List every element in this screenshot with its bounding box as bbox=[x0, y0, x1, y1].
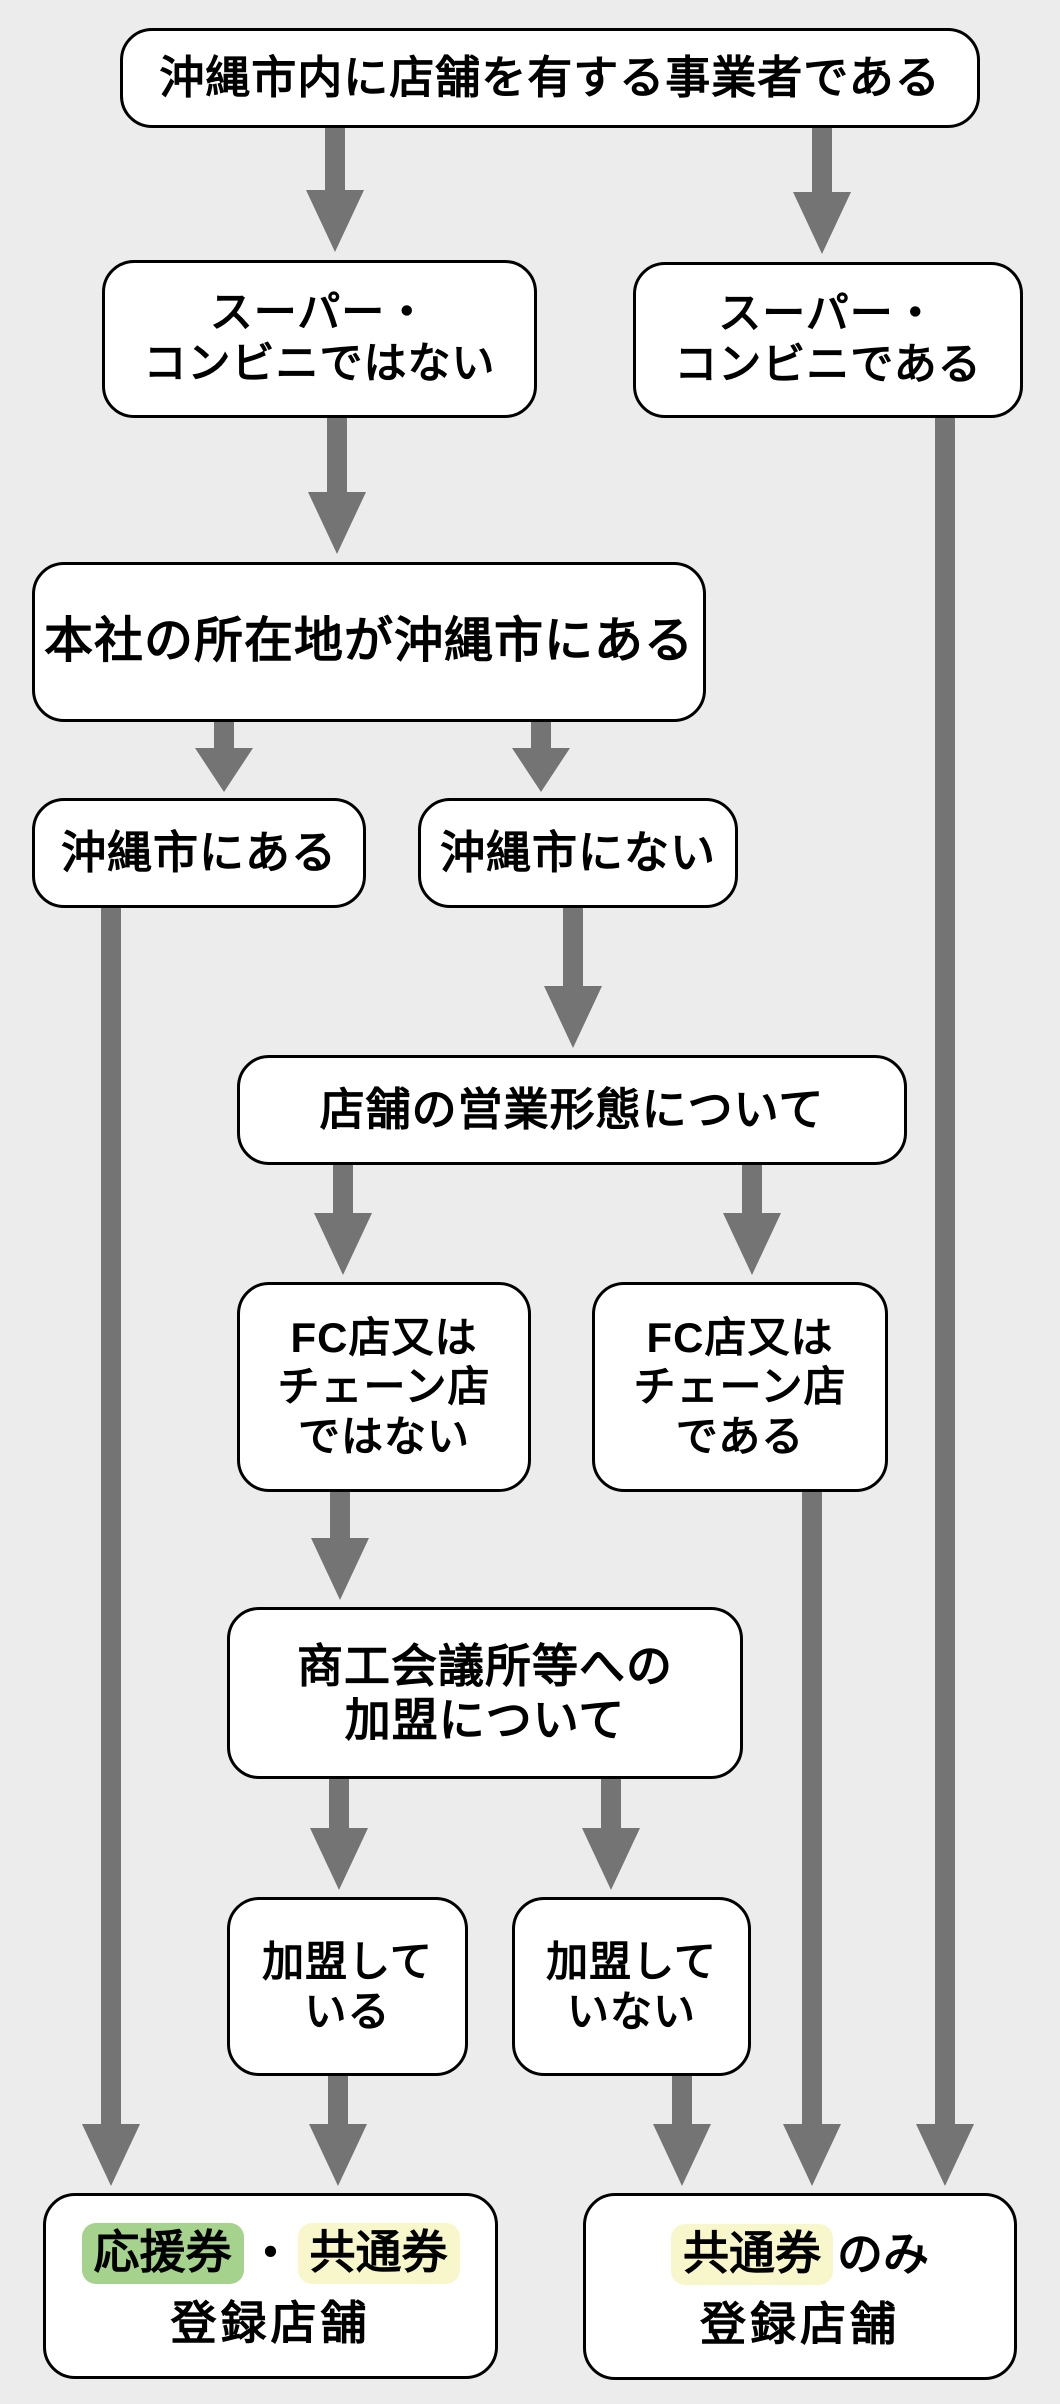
node-store-business-type: 店舗の営業形態について bbox=[237, 1055, 907, 1165]
common-voucher-chip: 共通券 bbox=[297, 2223, 460, 2284]
flow-arrow bbox=[582, 1779, 640, 1890]
flow-arrow bbox=[653, 2076, 711, 2186]
node-label: 本社の所在地が沖縄市にある bbox=[43, 614, 694, 669]
node-label: FC店又は チェーン店 である bbox=[633, 1313, 847, 1460]
flow-arrow bbox=[723, 1165, 781, 1275]
flow-arrow bbox=[310, 1779, 368, 1890]
node-is-not-member: 加盟して いない bbox=[512, 1897, 751, 2076]
node-is-supermarket-convenience: スーパー・ コンビニである bbox=[633, 262, 1023, 418]
node-label: FC店又は チェーン店 ではない bbox=[277, 1313, 491, 1460]
flow-arrow bbox=[82, 905, 140, 2186]
node-is-fc-chain: FC店又は チェーン店 である bbox=[592, 1282, 888, 1492]
node-label: 加盟して いる bbox=[262, 1937, 433, 2035]
result-voucher-line: 共通券 のみ bbox=[671, 2223, 929, 2285]
node-not-supermarket-convenience: スーパー・ コンビニではない bbox=[102, 260, 537, 418]
flow-arrow bbox=[916, 418, 974, 2186]
flow-arrow bbox=[314, 1165, 372, 1275]
node-business-in-okinawa: 沖縄市内に店舗を有する事業者である bbox=[120, 28, 980, 128]
flow-arrow bbox=[195, 722, 253, 792]
result-voucher-line: 応援券 ・ 共通券 bbox=[81, 2223, 460, 2284]
node-hq-in-okinawa: 沖縄市にある bbox=[32, 798, 366, 908]
support-voucher-chip: 応援券 bbox=[81, 2223, 244, 2284]
node-result-common-voucher-only: 共通券 のみ 登録店舗 bbox=[583, 2193, 1017, 2380]
node-label: スーパー・ コンビニではない bbox=[143, 289, 496, 388]
node-is-member: 加盟して いる bbox=[227, 1897, 468, 2076]
flow-arrow bbox=[308, 418, 366, 554]
node-label: 沖縄市内に店舗を有する事業者である bbox=[159, 52, 941, 104]
node-hq-not-in-okinawa: 沖縄市にない bbox=[418, 798, 738, 908]
node-label: 加盟して いない bbox=[546, 1937, 717, 2035]
common-voucher-chip: 共通券 bbox=[671, 2223, 833, 2285]
flow-arrow bbox=[793, 127, 851, 254]
registered-store-label: 登録店舗 bbox=[170, 2297, 371, 2349]
node-label: 商工会議所等への 加盟について bbox=[297, 1639, 673, 1746]
flow-arrow bbox=[512, 722, 570, 792]
voucher-separator: ・ bbox=[247, 2227, 294, 2280]
flow-arrow bbox=[311, 1492, 369, 1600]
node-chamber-of-commerce-membership: 商工会議所等への 加盟について bbox=[227, 1607, 743, 1779]
node-label: 沖縄市にある bbox=[60, 827, 337, 879]
node-result-support-and-common-voucher: 応援券 ・ 共通券 登録店舗 bbox=[43, 2193, 498, 2379]
node-not-fc-chain: FC店又は チェーン店 ではない bbox=[237, 1282, 531, 1492]
only-suffix-label: のみ bbox=[837, 2227, 929, 2280]
registered-store-label: 登録店舗 bbox=[700, 2297, 900, 2350]
node-label: 沖縄市にない bbox=[439, 827, 716, 879]
node-label: 店舗の営業形態について bbox=[319, 1084, 825, 1136]
flow-arrow bbox=[783, 1492, 841, 2186]
node-label: スーパー・ コンビニである bbox=[674, 290, 982, 389]
node-headquarters-in-okinawa: 本社の所在地が沖縄市にある bbox=[32, 562, 706, 722]
flow-arrow bbox=[306, 127, 364, 252]
flow-arrow bbox=[544, 908, 602, 1048]
flow-arrow bbox=[309, 2076, 367, 2186]
